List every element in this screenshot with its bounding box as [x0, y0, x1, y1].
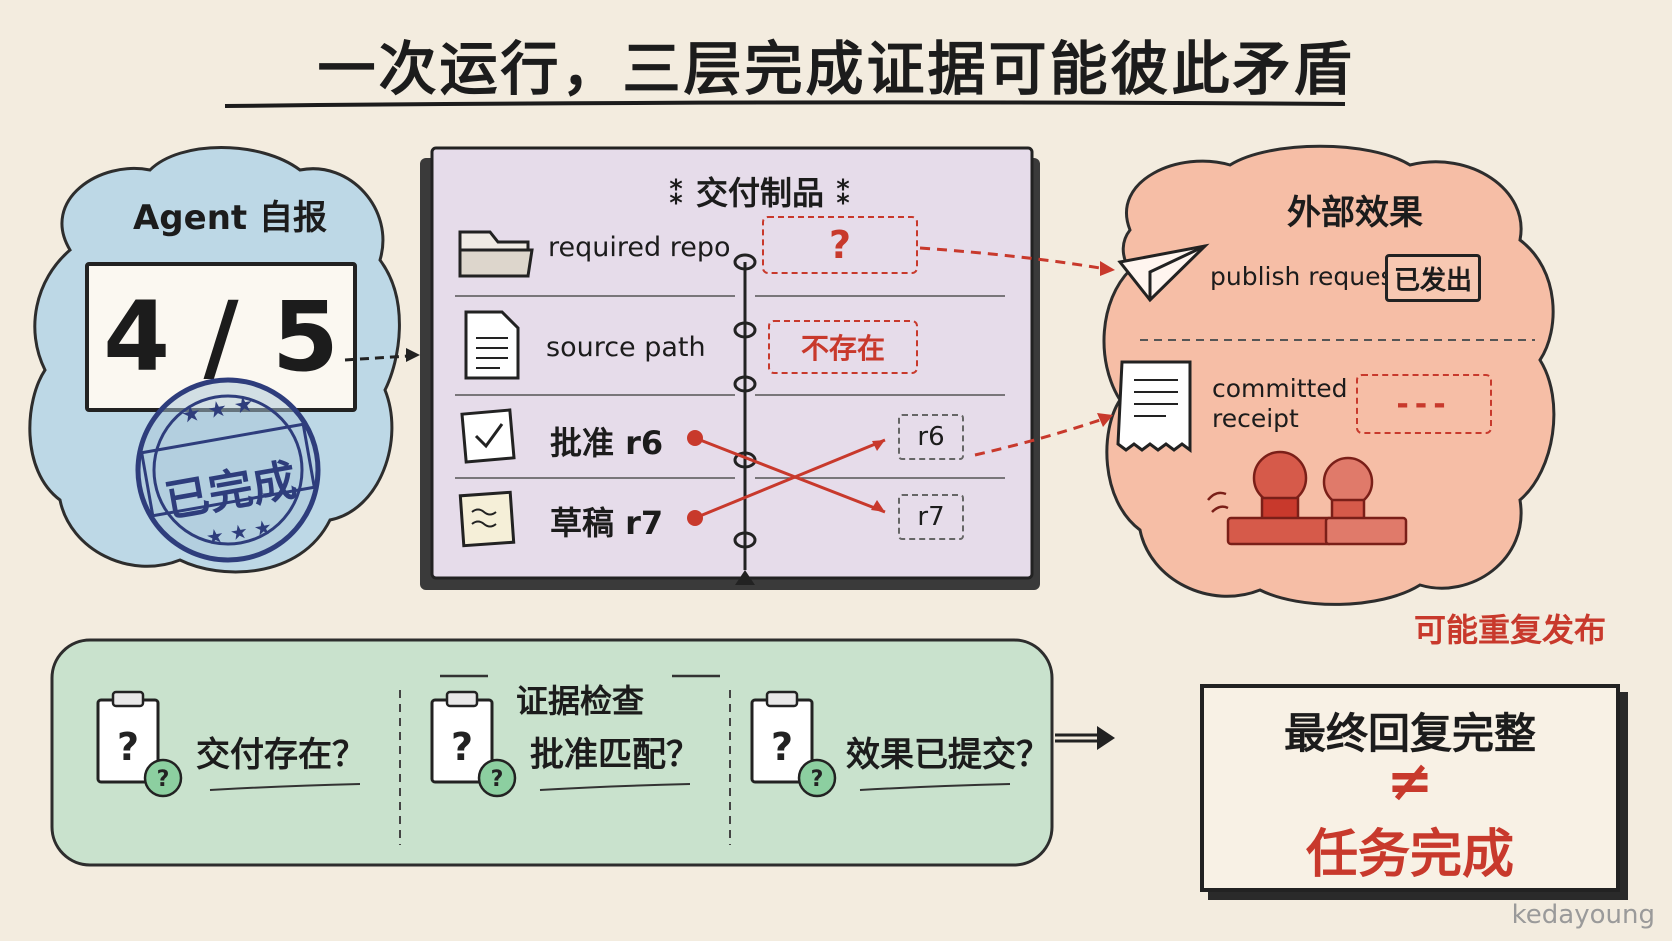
final-box — [1200, 684, 1620, 892]
sparkle-right-icon: ⁑ — [824, 174, 852, 212]
evidence-item-delivery: 交付存在？ — [196, 735, 366, 775]
watermark: kedayoung — [1511, 900, 1655, 930]
task-complete: 任务完成 — [1305, 825, 1514, 885]
ref-r6-box: r6 — [898, 414, 964, 460]
artifact-row-draft-label: 草稿 r7 — [550, 504, 664, 542]
artifact-row-approved-label: 批准 r6 — [550, 424, 664, 462]
publish-status-tag: 已发出 — [1385, 254, 1481, 302]
page-title: 一次运行，三层完成证据可能彼此矛盾 — [317, 35, 1355, 103]
publish-request-label: publish request — [1210, 262, 1404, 291]
agent-score: 4 / 5 — [85, 262, 357, 412]
evidence-item-effect: 效果已提交？ — [846, 735, 1050, 775]
agent-report-title: Agent 自报 — [132, 198, 327, 238]
not-equal-sign: ≠ — [1386, 749, 1434, 814]
artifact-row-source-label: source path — [546, 332, 706, 363]
receipt-label-line1: committed — [1212, 374, 1348, 403]
receipt-status-box: --- — [1356, 374, 1492, 434]
evidence-item-approval: 批准匹配？ — [530, 735, 700, 775]
source-status-box: 不存在 — [768, 320, 918, 374]
ref-r7-box: r7 — [898, 494, 964, 540]
repo-status-box: ? — [762, 216, 918, 274]
artifact-row-repo-label: required repo — [548, 232, 731, 263]
external-effects-title: 外部效果 — [1287, 193, 1423, 233]
final-reply-complete: 最终回复完整 — [1283, 709, 1536, 758]
duplicate-publish-warning: 可能重复发布 — [1413, 611, 1606, 649]
receipt-label-line2: receipt — [1212, 404, 1299, 433]
evidence-panel — [50, 638, 1054, 867]
artifacts-title: ⁑ 交付制品 ⁑ — [668, 174, 852, 212]
evidence-check-title: 证据检查 — [515, 682, 644, 720]
sparkle-left-icon: ⁑ — [668, 174, 696, 212]
